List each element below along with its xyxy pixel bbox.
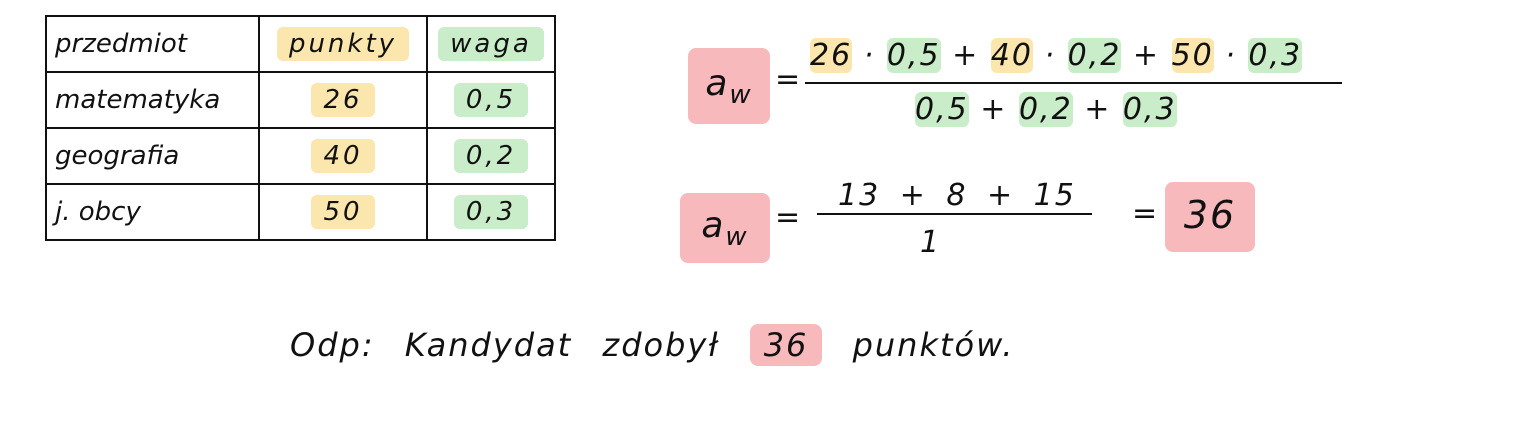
numerator-2: 13 + 8 + 15 [838,178,1076,213]
header-weight: waga [426,15,556,73]
denominator-2: 1 [920,225,942,260]
points-cell: 40 [258,127,428,185]
result-value: 36 [1165,182,1255,252]
subject-cell: matematyka [45,71,260,129]
equals-sign: = [1132,196,1160,231]
weighted-average-symbol: aw [680,193,770,263]
subject-cell: j. obcy [45,183,260,241]
weight-cell: 0,5 [426,71,556,129]
fraction-line [817,213,1092,215]
denominator-1: 0,5 + 0,2 + 0,3 [915,92,1177,127]
subject-cell: geografia [45,127,260,185]
equals-sign: = [775,62,803,97]
points-cell: 50 [258,183,428,241]
header-points: punkty [258,15,428,73]
points-cell: 26 [258,71,428,129]
equals-sign: = [775,200,803,235]
table-row: j. obcy 50 0,3 [45,183,556,241]
answer-text: Odp: Kandydat zdobył 36 punktów. [290,324,1015,366]
weighted-average-symbol: aw [688,48,770,124]
header-subject: przedmiot [45,15,260,73]
weight-cell: 0,3 [426,183,556,241]
fraction-line [805,82,1342,84]
numerator-1: 26 · 0,5 + 40 · 0,2 + 50 · 0,3 [810,38,1303,73]
table-row: matematyka 26 0,5 [45,71,556,129]
table-header-row: przedmiot punkty waga [45,15,556,73]
weight-cell: 0,2 [426,127,556,185]
grades-table: przedmiot punkty waga matematyka 26 0,5 … [45,15,556,241]
table-row: geografia 40 0,2 [45,127,556,185]
